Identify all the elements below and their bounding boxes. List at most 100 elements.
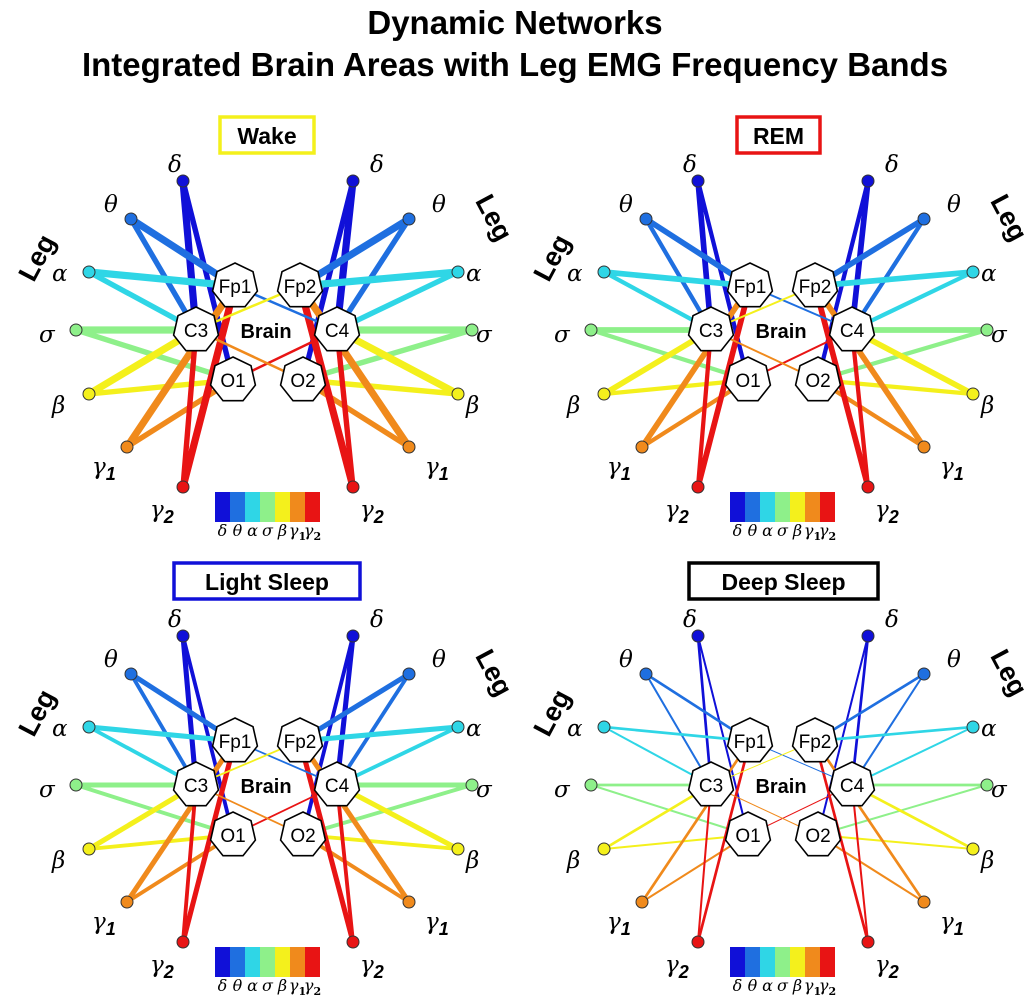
link-left-gamma1-Fp1 [639,283,753,450]
band-label-right-beta: β [980,393,994,419]
link-right-beta-C4 [334,782,461,852]
electrode-fp2 [791,717,839,763]
band-node-right-alpha [451,720,465,734]
link-left-gamma2-C3 [696,783,713,944]
link-right-delta-O2 [816,634,870,837]
band-node-left-sigma [584,778,598,792]
band-label-left-delta: δ [683,607,697,633]
link-left-gamma2-Fp1 [695,283,753,490]
band-label-left-sigma: σ [39,777,56,803]
colorbar-label-gamma2: γ2 [304,521,321,543]
link-right-delta-O2 [301,634,355,837]
link-right-gamma1-Fp2 [297,738,412,905]
band-label-right-delta: δ [885,607,899,633]
colorbar-swatch-sigma [775,947,790,977]
band-node-left-alpha [597,265,611,279]
band-label-left-theta: θ [104,192,118,218]
colorbar-label-alpha: α [247,976,258,995]
band-label-right-beta: β [465,393,479,419]
brain-label: Brain [755,776,806,798]
link-left-gamma1-Fp1 [640,739,752,904]
band-node-left-gamma2 [691,480,705,494]
band-label-right-sigma: σ [991,777,1008,803]
colorbar-label-theta: θ [233,521,243,540]
band-label-right-beta: β [980,848,994,874]
link-right-beta-C4 [849,327,976,397]
band-node-left-sigma [584,323,598,337]
band-label-right-theta: θ [947,647,961,673]
colorbar-label-alpha: α [762,521,773,540]
panel-frame-light [172,561,362,601]
band-label-right-gamma2: γ2 [360,952,384,982]
link-right-gamma1-Fp2 [812,283,927,450]
leg-label-right: Leg [984,190,1030,246]
electrode-c3 [687,761,735,807]
band-label-right-theta: θ [432,647,446,673]
band-node-left-theta [639,667,653,681]
band-node-right-delta [861,629,875,643]
electrode-c3 [687,306,735,352]
band-label-left-gamma2: γ2 [150,497,174,527]
link-right-alpha-C4 [849,269,976,333]
band-label-left-theta: θ [619,647,633,673]
electrode-label-c3: C3 [184,776,208,797]
band-node-left-delta [691,174,705,188]
panel-label-rem: REM [753,123,804,149]
band-node-right-gamma1 [917,895,931,909]
link-right-gamma1-Fp2 [296,282,413,451]
link-right-beta-C4 [333,326,462,398]
band-label-left-theta: θ [104,647,118,673]
leg-label-right: Leg [984,645,1030,701]
colorbar-swatch-gamma2 [305,492,320,522]
electrode-fp2 [276,717,324,763]
band-label-left-delta: δ [168,152,182,178]
band-node-left-beta [82,842,96,856]
colorbar-swatch-alpha [760,492,775,522]
colorbar-label-sigma: σ [262,976,274,995]
link-left-gamma2-C3 [180,327,199,490]
electrode-c4 [828,761,876,807]
band-label-right-delta: δ [370,607,384,633]
colorbar-swatch-alpha [245,947,260,977]
band-node-right-beta [451,842,465,856]
link-left-alpha-Fp1 [602,725,752,743]
colorbar-label-beta: β [277,521,287,540]
electrode-label-o2: O2 [805,826,830,847]
band-node-left-theta [124,212,138,226]
colorbar-swatch-gamma1 [805,947,820,977]
colorbar-swatch-theta [745,492,760,522]
band-node-right-gamma2 [346,480,360,494]
electrode-label-fp2: Fp2 [284,732,317,753]
band-label-right-gamma1: γ1 [425,454,449,484]
band-label-left-gamma2: γ2 [150,952,174,982]
link-right-gamma2-C4 [335,783,355,944]
link-left-alpha-Fp1 [601,269,753,289]
link-left-gamma2-Fp1 [696,739,752,944]
electrode-o1 [209,356,257,402]
colorbar-label-theta: θ [748,521,758,540]
link-right-sigma-O2 [816,783,989,837]
band-label-right-gamma1: γ1 [940,454,964,484]
band-node-right-beta [966,842,980,856]
electrode-label-c3: C3 [699,776,723,797]
colorbar-label-theta: θ [748,976,758,995]
link-right-gamma1-Fp2 [813,739,926,904]
link-right-beta-C4 [850,783,975,851]
electrode-fp1 [726,717,774,763]
colorbar-swatch-theta [230,492,245,522]
panel-frame-rem [735,115,822,155]
link-right-alpha-Fp2 [297,724,461,744]
band-node-left-sigma [69,778,83,792]
electrode-o1 [209,811,257,857]
band-label-right-sigma: σ [476,777,493,803]
colorbar-swatch-sigma [260,492,275,522]
band-node-left-gamma2 [691,935,705,949]
band-label-right-gamma1: γ1 [425,909,449,939]
band-node-right-sigma [980,778,994,792]
band-node-right-alpha [966,720,980,734]
electrode-o2 [794,356,842,402]
links [588,178,990,490]
link-right-beta-O2 [815,377,976,397]
band-node-right-alpha [451,265,465,279]
